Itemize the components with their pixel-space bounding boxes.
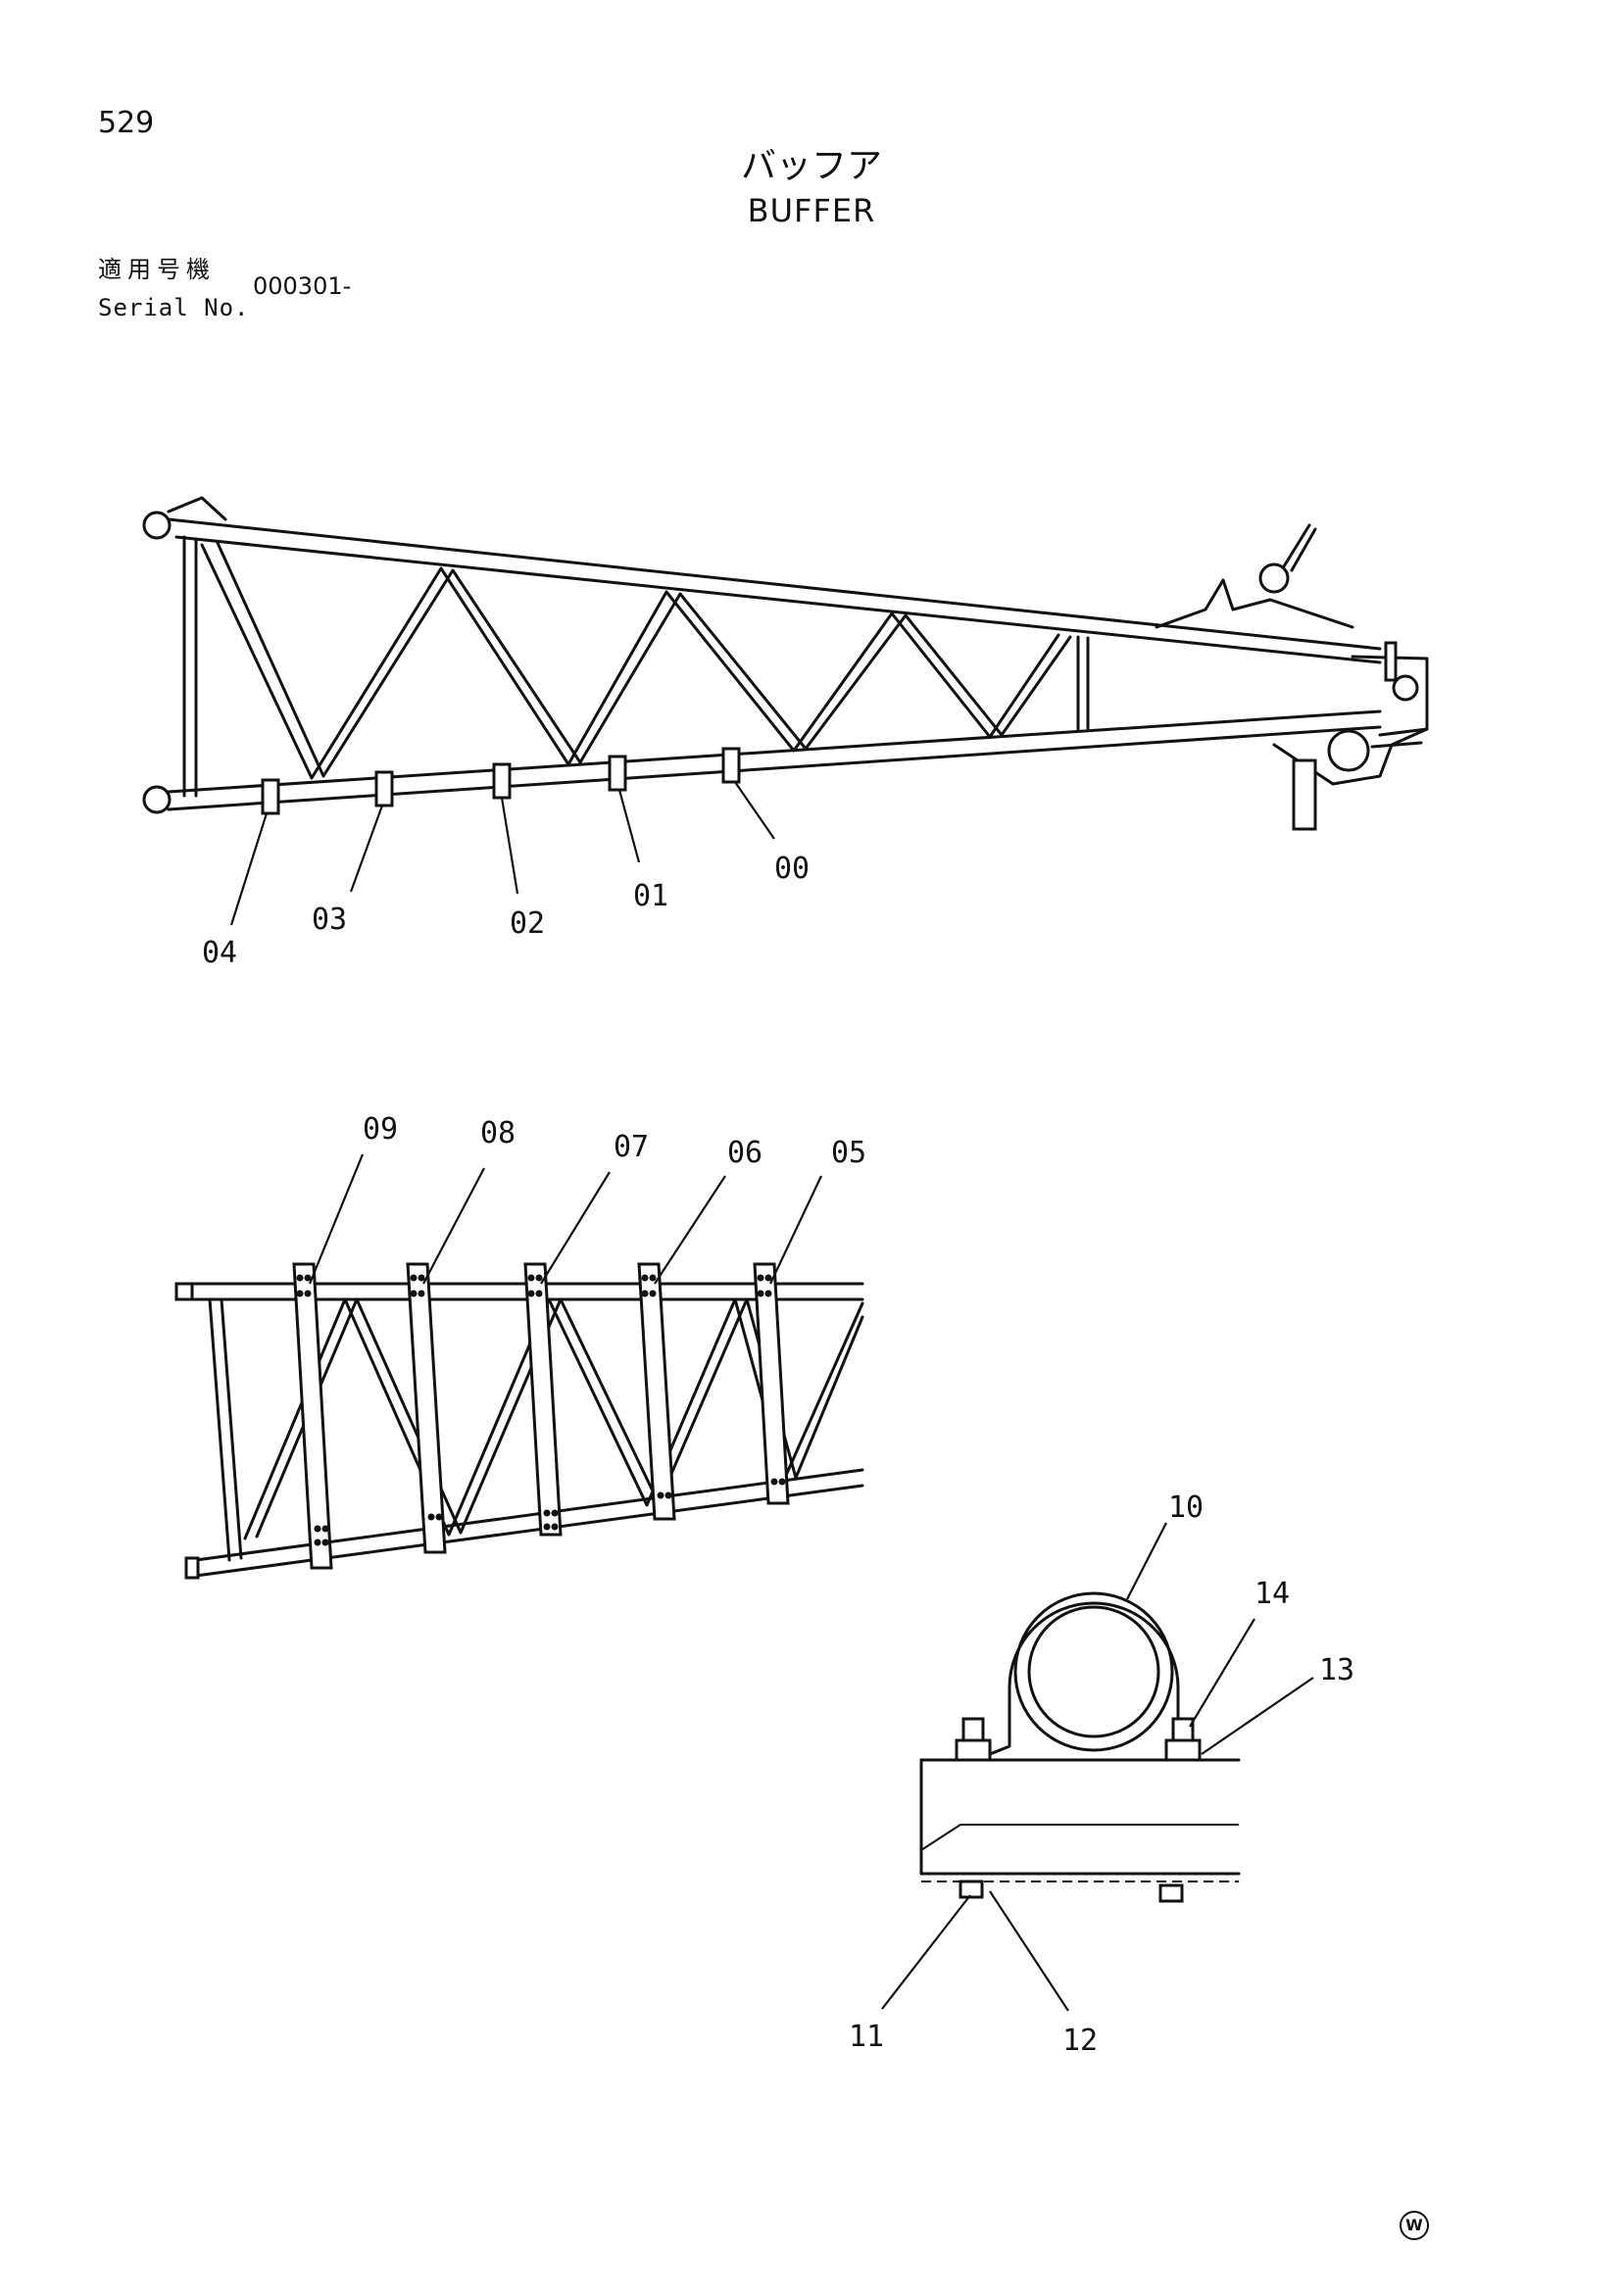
callout-09: 09 — [363, 1112, 398, 1147]
title-japanese: バッフア — [740, 146, 882, 186]
clamp-detail — [881, 1522, 1314, 2012]
callout-06: 06 — [727, 1136, 762, 1170]
callout-07: 07 — [614, 1130, 649, 1164]
callout-01: 01 — [633, 879, 668, 913]
page-number: 529 — [98, 106, 155, 140]
lower-chord-clamps — [261, 747, 741, 815]
boom-assembly — [142, 496, 1429, 926]
strap-assembly — [174, 1153, 864, 1580]
callout-labels: 00 01 02 03 04 05 06 07 08 09 10 11 12 1… — [202, 852, 1354, 2058]
callout-14: 14 — [1254, 1577, 1290, 1611]
serial-number-value: 000301- — [253, 272, 352, 300]
title-english: BUFFER — [747, 192, 876, 229]
strap-bars — [292, 1262, 790, 1570]
callout-02: 02 — [510, 906, 545, 941]
callout-10: 10 — [1168, 1490, 1204, 1525]
callout-05: 05 — [831, 1136, 866, 1170]
callout-12: 12 — [1062, 2024, 1098, 2058]
callout-03: 03 — [312, 903, 347, 937]
callout-04: 04 — [202, 936, 237, 970]
callout-00: 00 — [774, 852, 810, 886]
callout-11: 11 — [849, 2020, 884, 2054]
callout-08: 08 — [480, 1116, 516, 1150]
callout-13: 13 — [1319, 1653, 1354, 1687]
serial-label-japanese: 適用号機 — [98, 256, 216, 283]
serial-label-english: Serial No. — [98, 294, 250, 321]
w-mark-icon: W — [1400, 2211, 1429, 2240]
